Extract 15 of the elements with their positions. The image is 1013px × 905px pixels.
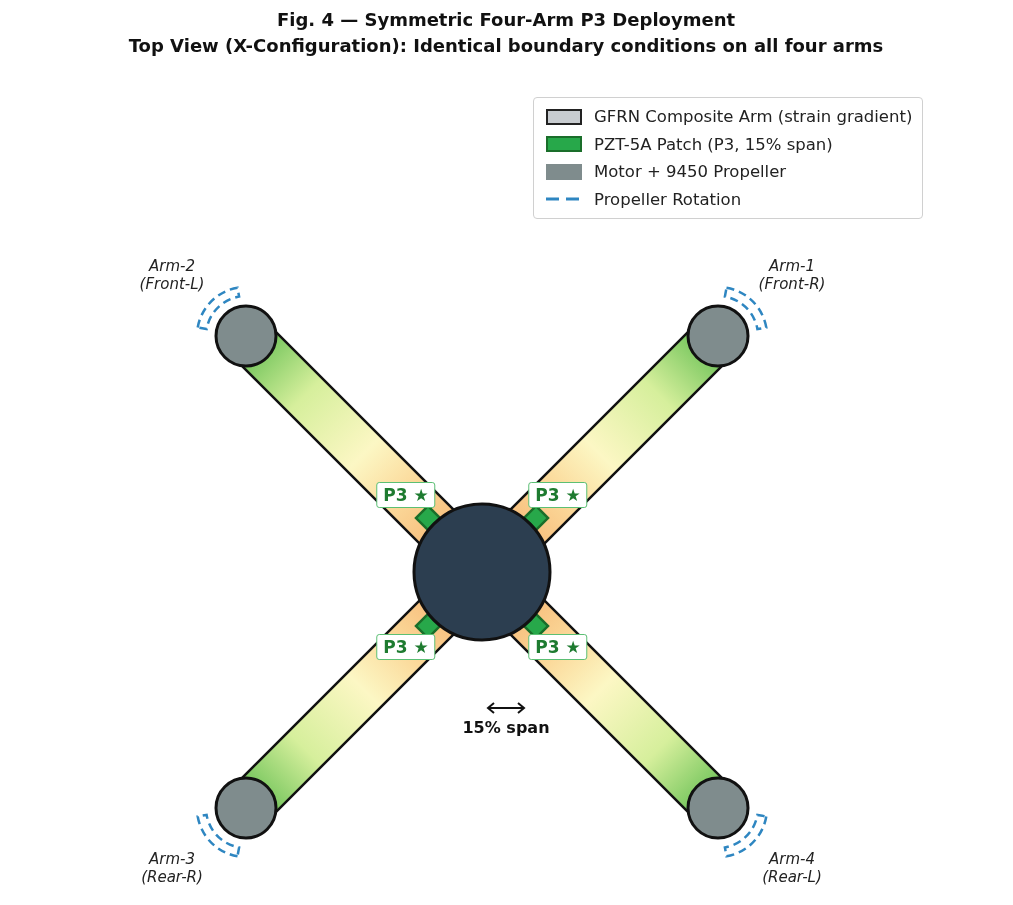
- patch-tag: P3 ★: [528, 634, 588, 660]
- legend-label: PZT-5A Patch (P3, 15% span): [594, 134, 833, 154]
- arm-label: Arm-2 (Front-L): [138, 257, 206, 293]
- figure-title: Fig. 4 — Symmetric Four-Arm P3 Deployment: [276, 9, 736, 31]
- patch-tag: P3 ★: [376, 634, 436, 660]
- figure-subtitle: Top View (X-Configuration): Identical boundary conditions on all four arms: [128, 35, 884, 57]
- arm-label: Arm-1 (Front-R): [757, 257, 827, 293]
- patch-tag: P3 ★: [528, 482, 588, 508]
- dimension-label: 15% span: [462, 718, 550, 738]
- arm-label: Arm-3 (Rear-R): [140, 850, 204, 886]
- legend-label: Motor + 9450 Propeller: [594, 162, 787, 182]
- legend-label: Propeller Rotation: [594, 189, 742, 209]
- arm-label: Arm-4 (Rear-L): [761, 850, 823, 886]
- legend-label: GFRN Composite Arm (strain gradient): [594, 107, 913, 127]
- patch-tag: P3 ★: [376, 482, 436, 508]
